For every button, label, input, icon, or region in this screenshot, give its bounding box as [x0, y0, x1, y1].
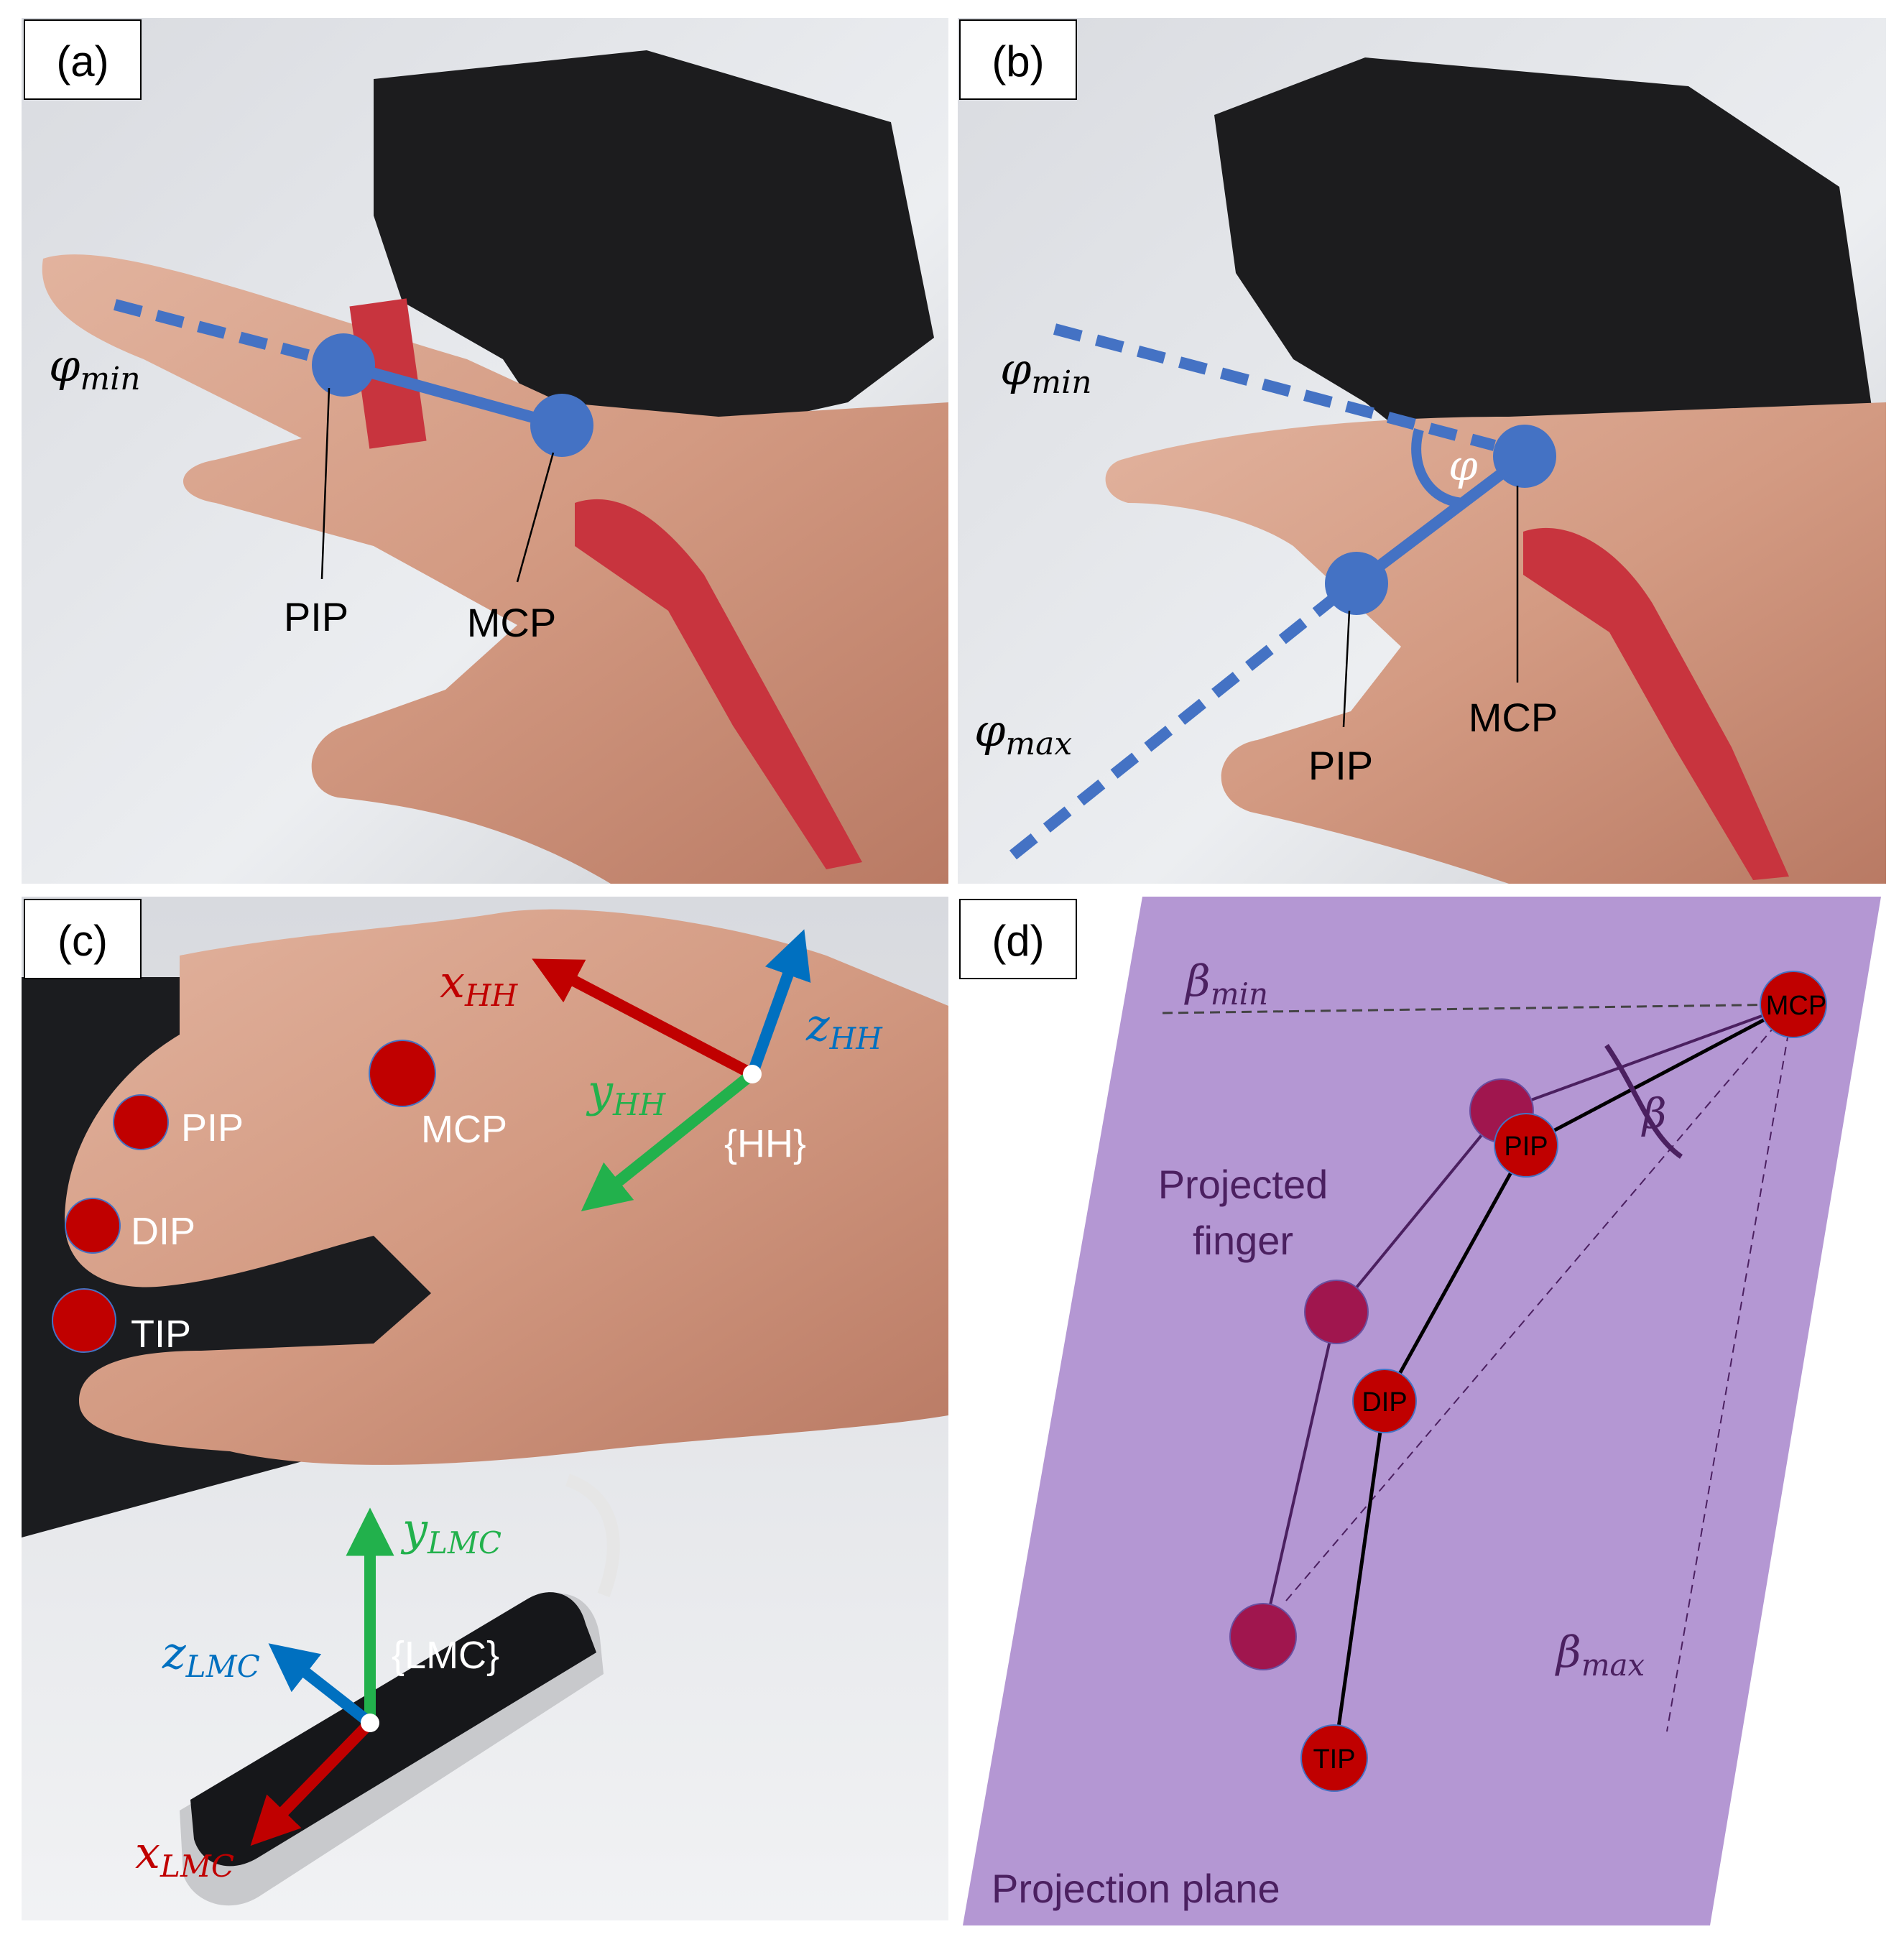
panel-b-label: (b) [992, 37, 1044, 85]
panel-a-pip-leader [320, 387, 331, 580]
beta-min-line [1162, 1003, 1794, 1014]
tip-label: TIP [1313, 1744, 1355, 1775]
panel-c-tip-joint [52, 1288, 116, 1353]
mcp-label: MCP [1766, 991, 1826, 1021]
panel-c-lmc-x-axis [250, 1719, 374, 1846]
panel-a-mcp-label: MCP [467, 600, 556, 645]
panel-c-hh-x-axis [532, 958, 755, 1080]
panel-c-label-box [24, 899, 142, 979]
panel-a-mcp-joint [530, 394, 593, 457]
panel-c-hh-z-label: zHH [805, 999, 883, 1056]
panel-c-lmc-z-label: zLMC [162, 1627, 260, 1684]
panel-d: MCP PIP DIP TIP βmin βmax β Projected fi… [959, 897, 1881, 1925]
panel-c-tip-label: TIP [131, 1313, 191, 1356]
panel-a-phi-min-label: φmin [49, 339, 141, 397]
panel-a-strap [575, 499, 862, 869]
panel-c-lmc-origin-label: {LMC} [392, 1634, 499, 1677]
panel-b-phi-label: φ [1448, 441, 1478, 490]
projection-plane-label: Projection plane [992, 1866, 1280, 1911]
panel-c-hh-y-axis [581, 1069, 757, 1212]
pip-joint [1494, 1113, 1558, 1178]
panel-b-phi-min-label: φmin [1000, 343, 1092, 401]
panel-a-hand [42, 254, 949, 884]
panel-c-hh-z-axis [747, 929, 811, 1076]
mcp-joint [1760, 971, 1827, 1038]
projected-tip-joint [1229, 1603, 1297, 1670]
panel-c-usb-cable [565, 1474, 620, 1598]
panel-c-lmc-x-label: xLMC [135, 1826, 234, 1884]
panel-c-label: (c) [57, 917, 108, 965]
panel-b-pip-leader [1342, 610, 1351, 728]
panel-d-label: (d) [992, 917, 1044, 965]
pip-label: PIP [1504, 1132, 1548, 1162]
panel-b-phi-arc [1411, 428, 1466, 508]
beta-max-line [1666, 1004, 1794, 1732]
panel-b-strap [1523, 527, 1789, 880]
panel-c-mcp-joint [369, 1040, 436, 1107]
panel-c-pip-joint [113, 1094, 169, 1150]
panel-a-pip-joint [312, 333, 375, 397]
panel-a-label: (a) [56, 37, 108, 85]
projection-plane [963, 897, 1881, 1925]
panel-b-mcp-label: MCP [1469, 695, 1558, 740]
panel-c-mcp-label: MCP [421, 1108, 507, 1151]
finger-bones [1332, 1002, 1795, 1759]
panel-b-label-box [959, 19, 1077, 100]
panel-c-pip-label: PIP [181, 1106, 244, 1150]
panel-c-lmc-origin [361, 1714, 379, 1732]
panel-c-lmc-z-axis [268, 1643, 374, 1728]
panel-a-exoskeleton [374, 50, 934, 503]
panel-a-mcp-leader [516, 452, 555, 583]
panel-b-phi-min-line [1053, 323, 1497, 451]
projected-finger-label-line-2: finger [1193, 1218, 1293, 1263]
panel-b-phi-max-line [1009, 591, 1340, 860]
panel-c-dip-joint [65, 1198, 121, 1254]
panel-c-hh-origin [743, 1065, 762, 1083]
panel-b: PIP MCP φ φmin φmax (b) [958, 18, 1886, 884]
panel-a-bone [341, 359, 564, 431]
beta-arc [1604, 1044, 1683, 1159]
panel-a-pip-label: PIP [284, 594, 348, 639]
panel-b-exoskeleton [1214, 57, 1875, 517]
panel-b-mcp-joint [1493, 425, 1556, 488]
dip-label: DIP [1362, 1387, 1407, 1418]
panel-c: PIP DIP TIP MCP xHH yHH zHH {HH} yLMC zL… [22, 897, 948, 1920]
beta-label: β [1641, 1089, 1667, 1138]
beta-min-label: βmin [1184, 956, 1268, 1012]
dip-joint [1352, 1369, 1417, 1433]
panel-c-hh-origin-label: {HH} [724, 1122, 806, 1165]
projected-finger-label-line-1: Projected [1158, 1162, 1328, 1207]
panel-b-bone [1353, 451, 1528, 588]
panel-a-phi-min-line [113, 299, 340, 369]
panel-c-hh-x-label: xHH [440, 956, 519, 1013]
panel-b-phi-max-label: φmax [974, 704, 1072, 762]
beta-max-label: βmax [1555, 1627, 1645, 1683]
panel-d-label-box [959, 899, 1077, 979]
panel-c-hand [65, 909, 948, 1465]
panel-c-dip-label: DIP [131, 1210, 195, 1253]
panel-b-pip-label: PIP [1308, 743, 1373, 788]
panel-b-pip-joint [1325, 552, 1388, 615]
tip-joint [1300, 1724, 1368, 1792]
panel-a: PIP MCP φmin (a) [22, 18, 949, 884]
panel-c-hh-y-label: yHH [586, 1065, 667, 1122]
panel-a-label-box [24, 19, 142, 100]
projected-dip-joint [1304, 1280, 1369, 1344]
panel-c-lmc-y-label: yLMC [400, 1503, 502, 1560]
projected-finger-bones [1262, 1003, 1794, 1637]
